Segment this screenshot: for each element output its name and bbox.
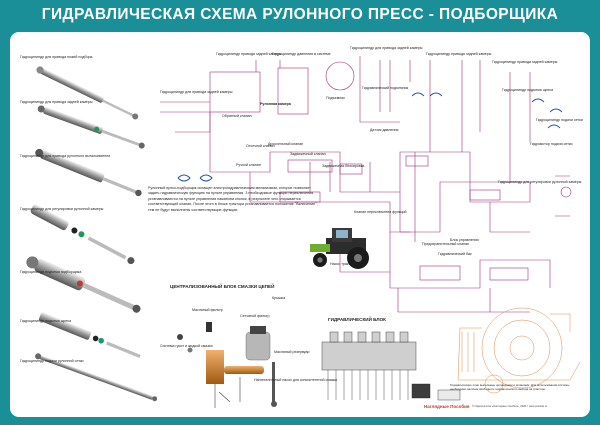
circuit-block-top-mid: [277, 67, 309, 115]
diagram-label-mid-3: Гидравлический подъемник: [362, 86, 409, 90]
diagram-label-right-5: Гидроцилиндр для регулировки рулонной ка…: [498, 180, 582, 184]
diagram-label-mid-1: Рулонная камера: [260, 102, 291, 106]
cylinder-label-7: Гидроцилиндр подачи рулонной сетки: [20, 359, 84, 363]
brand-logo: Наглядные Пособия: [424, 404, 470, 409]
bottom-right-note: Гидравлические лине выполнены цилиндрами…: [450, 383, 570, 391]
diagram-label-left-1: Гидроцилиндр для привода задней камеры: [160, 90, 233, 94]
lube-part-4: Масляный резервуар: [274, 350, 310, 354]
cylinder-drawing-3: [35, 148, 142, 197]
cylinder-label-6: Гидроцилиндр подъема щитка: [20, 319, 71, 323]
diagram-label-mid-4: Дроссельный клапан: [268, 142, 304, 146]
diagram-label-mid-2: Подъемник: [326, 96, 345, 100]
tractor-illustration: [310, 228, 369, 269]
diagram-label-mid-5: Задвижечный клапан: [290, 152, 326, 156]
footer-contact: © Издательство «Наглядные пособия», 2020…: [472, 405, 548, 408]
diagram-label-mid-7: Задвижечная блокировка: [322, 164, 365, 168]
diagram-label-right-3: Датчик давления: [370, 128, 399, 132]
poster-drawings: [26, 56, 581, 408]
diagram-label-low-3: Блок управления: [450, 238, 479, 242]
diagram-label-left-2: Обратный клапан: [222, 114, 252, 118]
lube-part-6: Нагнетательный насос для консистентной с…: [254, 378, 337, 382]
cylinder-label-4: Гидроцилиндр для регулировки рулонной ка…: [20, 207, 104, 211]
flow-arrows: [177, 92, 563, 182]
cylinder-label-2: Гидроцилиндр для привода задней камеры: [20, 100, 93, 104]
cylinder-drawing-5: [26, 256, 141, 313]
cylinder-drawing-2: [37, 105, 145, 149]
diagram-label-top-4: Гидроцилиндр привода задней камеры: [426, 52, 492, 56]
lube-part-3: Сетчатый фильтр: [240, 314, 270, 318]
diagram-label-mid-8: Отсечной клапан: [246, 144, 275, 148]
diagram-label-mid-6: Ручной клапан: [236, 163, 261, 167]
lube-part-2: Крышка: [272, 296, 286, 300]
lube-part-5: Система гусит и жидкой смазки: [160, 344, 213, 348]
poster-sheet: Гидроцилиндр для привода ножей подбора Г…: [10, 32, 590, 417]
cylinder-drawing-1: [36, 66, 139, 120]
hydraulic-circuit: [160, 56, 572, 313]
diagram-label-top-5: Гидроцилиндр привода задней камеры: [492, 60, 558, 64]
cylinder-label-3: Гидроцилиндр для привода рулонного вытал…: [20, 154, 111, 158]
diagram-label-low-2: Предохранительный клапан: [422, 242, 470, 246]
circuit-block-top-left: [209, 71, 261, 113]
lube-part-1: Масляный фильтр: [192, 308, 223, 312]
valve-block-illustration: [321, 331, 461, 401]
cylinder-drawing-7: [35, 353, 158, 402]
circuit-reel: [325, 61, 355, 91]
baler-illustration: [457, 307, 581, 394]
cylinder-label-5: Гидроцилиндр подъема подборщика: [20, 270, 82, 274]
lube-heading: ЦЕНТРАЛИЗОВАННЫЙ БЛОК СМАЗКИ ЦЕПЕЙ: [170, 284, 275, 289]
lube-illustration: [177, 322, 277, 408]
diagram-label-low-5: Насос трактора: [330, 262, 357, 266]
description-text: Рулонный пресс-подборщик оснащен электро…: [148, 186, 318, 212]
cylinder-drawing-4: [30, 204, 135, 265]
cylinder-drawing-6: [38, 312, 141, 358]
diagram-label-low-4: Гидравлический бак: [438, 252, 472, 256]
hydro-block-heading: ГИДРАВЛИЧЕСКИЙ БЛОК: [328, 317, 386, 322]
diagram-label-top-3: Гидроцилиндр для привода задней камеры: [350, 46, 423, 50]
diagram-label-right-2: Гидроцилиндр подачи сетки: [536, 118, 583, 122]
cylinder-label-1: Гидроцилиндр для привода ножей подбора: [20, 55, 93, 59]
diagram-label-right-1: Гидроцилиндр подъема щитка: [502, 88, 553, 92]
diagram-label-top-1: Гидроцилиндр привода задней камеры: [216, 52, 282, 56]
diagram-label-low-1: Клапан переключения функций: [354, 210, 407, 214]
poster-title: ГИДРАВЛИЧЕСКАЯ СХЕМА РУЛОННОГО ПРЕСС - П…: [41, 6, 559, 23]
diagram-label-right-4: Гидромотор подачи сетки: [530, 142, 573, 146]
diagram-label-top-2: Гидроцилиндр давления в системе: [272, 52, 331, 56]
